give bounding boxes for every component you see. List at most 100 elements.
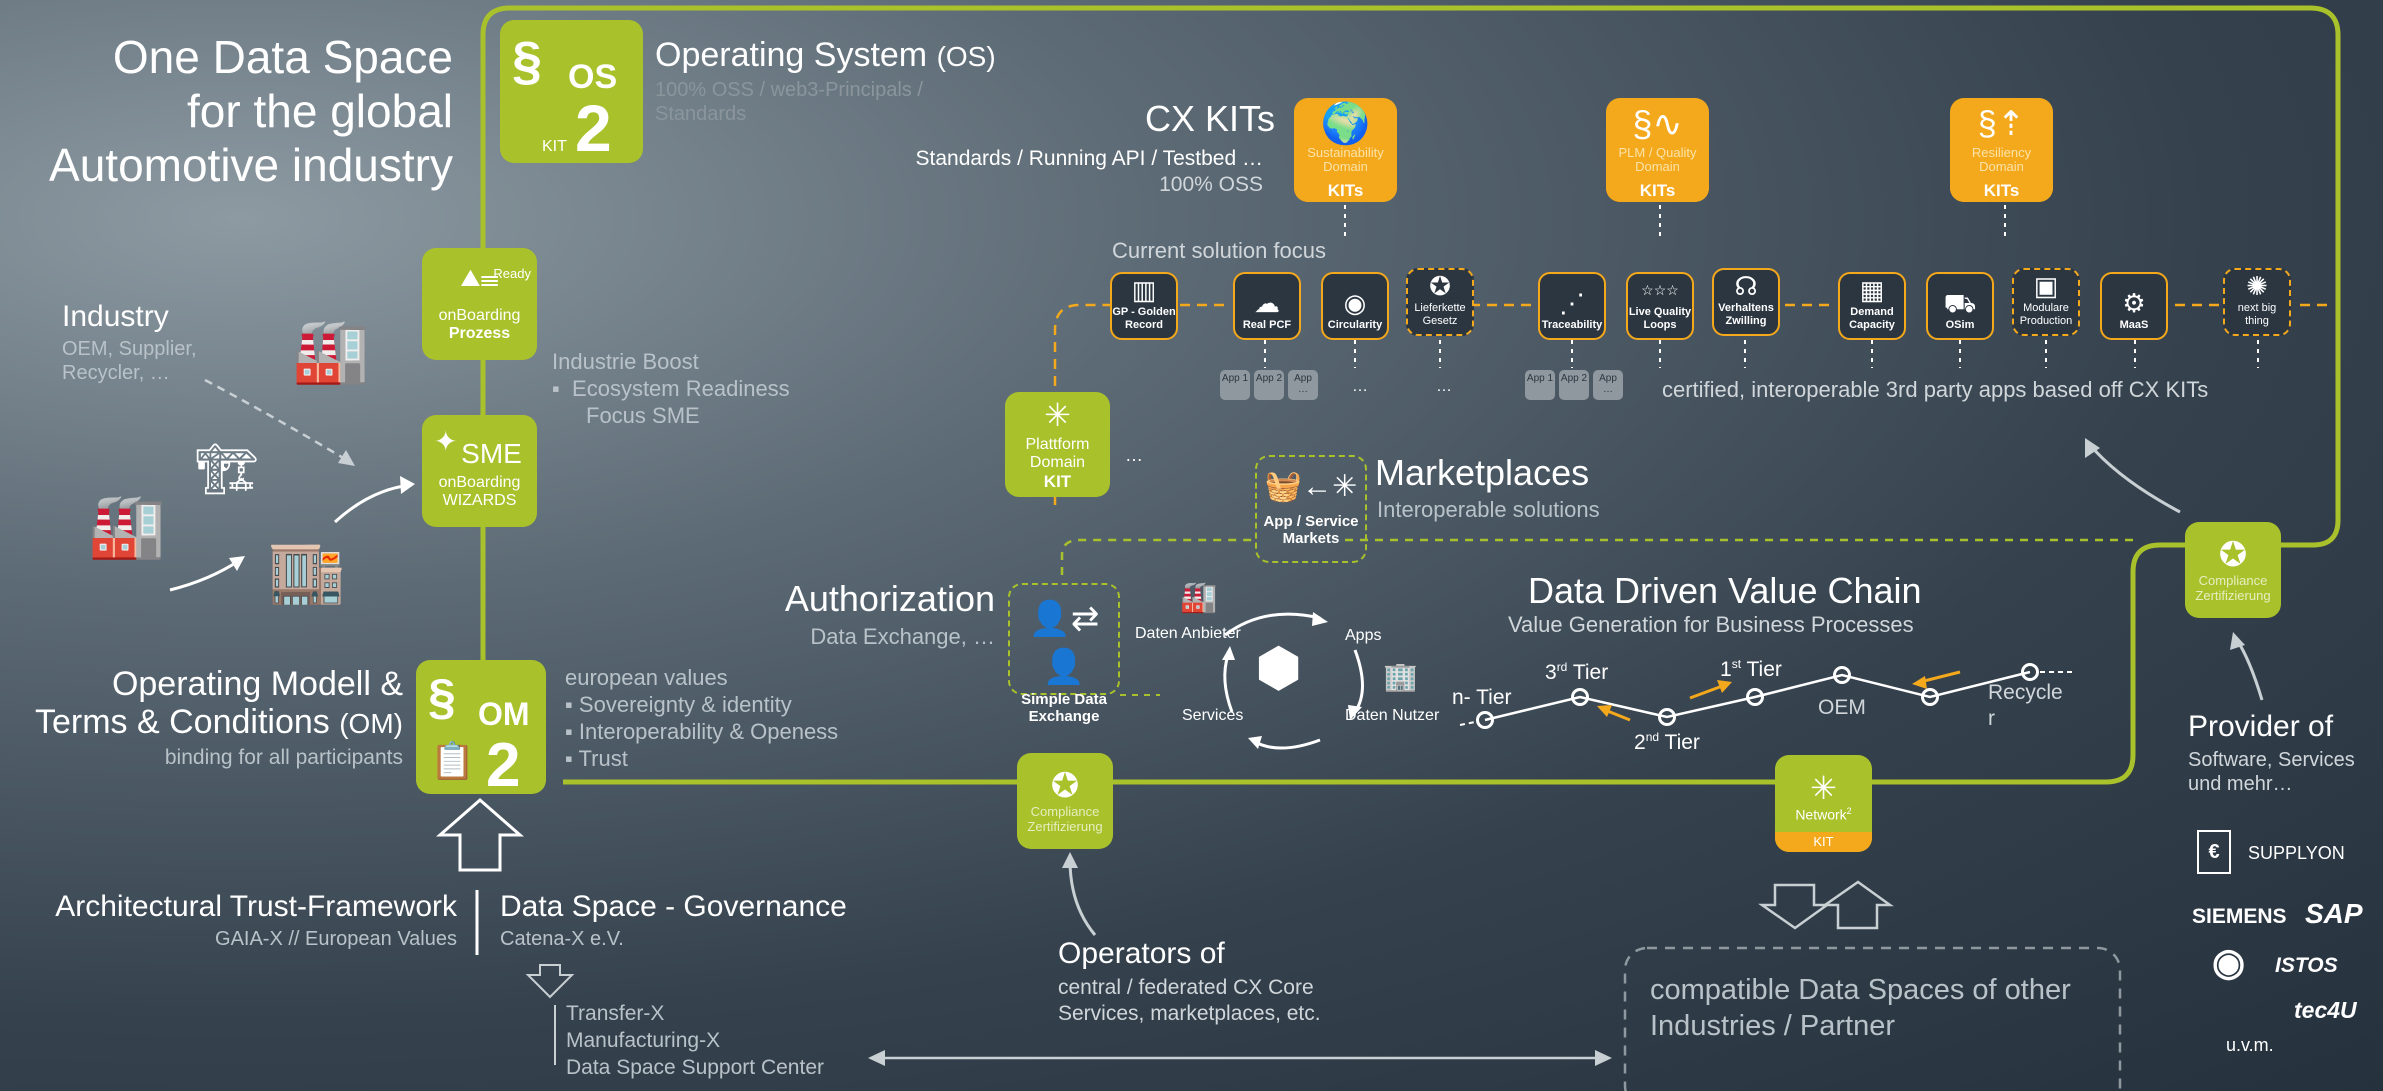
- robot-arm-icon: ⚙: [2122, 288, 2146, 318]
- app-traceability[interactable]: ⋰Traceability: [1538, 272, 1606, 340]
- trust-framework-title: Architectural Trust-Framework: [55, 890, 457, 923]
- value-chain-subtitle: Value Generation for Business Processes: [1508, 612, 1914, 637]
- plattform-domain-kit[interactable]: ✳ Plattform Domain KIT: [1005, 392, 1110, 497]
- om-subtitle: binding for all participants: [164, 746, 403, 769]
- app-live-quality-loops[interactable]: ☆☆☆Live Quality Loops: [1626, 272, 1694, 340]
- mini-app[interactable]: App …: [1593, 370, 1623, 400]
- kit-badge-number: 2: [575, 91, 612, 165]
- uvm-label: u.v.m.: [2226, 1035, 2274, 1055]
- daten-anbieter-label: Daten Anbieter: [1135, 625, 1241, 642]
- supplyon-logo: SUPPLYON: [2248, 843, 2345, 863]
- sap-logo: SAP: [2305, 898, 2363, 929]
- chain-node: [2021, 663, 2039, 681]
- app-service-markets-box[interactable]: 🧺←✳ App / Service Markets: [1255, 455, 1367, 563]
- module-icon: ▣: [2033, 271, 2059, 301]
- mini-app[interactable]: App 2: [1559, 370, 1589, 400]
- app-real-pcf[interactable]: ☁Real PCF: [1233, 272, 1301, 340]
- chain-node: [1921, 688, 1939, 706]
- om-title: Operating Modell & Terms & Conditions (O…: [35, 665, 403, 741]
- app-demand-capacity[interactable]: ▦Demand Capacity: [1838, 272, 1906, 340]
- tier1-label: 1st Tier: [1720, 657, 1782, 681]
- cxkits-title: CX KITs: [1145, 98, 1276, 139]
- resiliency-domain-kit[interactable]: §⇡ Resiliency Domain KITs: [1950, 98, 2053, 202]
- governance-list: Transfer-X Manufacturing-X Data Space Su…: [566, 1002, 824, 1079]
- app-next-big-thing[interactable]: ✺next big thing: [2223, 268, 2291, 336]
- chain-node: [1746, 688, 1764, 706]
- european-values: european values ▪ Sovereignty & identity…: [565, 665, 839, 771]
- simple-data-exchange-box[interactable]: 👤⇄👤 Simple Data Exchange: [1008, 583, 1120, 725]
- stars-icon: ☆☆☆: [1641, 282, 1679, 298]
- chain-node: [1833, 666, 1851, 684]
- co2-icon: ☁: [1254, 288, 1280, 318]
- certificate-icon: ✪: [1429, 271, 1451, 301]
- os-kit-badge[interactable]: § OS KIT 2: [500, 20, 643, 165]
- chain-node: [1476, 711, 1494, 729]
- tec4u-logo: tec4U: [2294, 997, 2357, 1023]
- mini-app[interactable]: App 1: [1525, 370, 1555, 400]
- onboarding-prozess-tile[interactable]: ⛰☰ Ready onBoarding Prozess: [422, 248, 537, 360]
- app-osim[interactable]: ⛟OSim: [1926, 272, 1994, 340]
- network-hub-icon: ✳: [1044, 396, 1071, 433]
- provider-subtitle: Software, Services und mehr…: [2188, 749, 2355, 795]
- people-exchange-icon: 👤⇄👤: [1028, 600, 1100, 686]
- github-logo-icon: ◉: [2212, 942, 2246, 984]
- provider-title: Provider of: [2188, 710, 2334, 743]
- app-golden-record[interactable]: ▥GP - Golden Record: [1110, 272, 1178, 340]
- factory-icon: 🏭: [1180, 581, 1218, 614]
- compliance-tile-provider[interactable]: ✪ Compliance Zertifizierung: [2185, 522, 2281, 618]
- catenax-logo: €: [2197, 830, 2231, 874]
- truck-icon: ⛟: [1943, 288, 1977, 318]
- mini-app[interactable]: App 2: [1254, 370, 1284, 400]
- app-verhaltens-zwilling[interactable]: ☊Verhaltens Zwilling: [1712, 268, 1780, 336]
- solution-focus-label: Current solution focus: [1112, 238, 1326, 263]
- onboarding-sme-tile[interactable]: ✦ SME onBoarding WIZARDS: [422, 415, 537, 527]
- tier3-label: 3rd Tier: [1545, 660, 1609, 684]
- cxkits-subtitle: Standards / Running API / Testbed … 100%…: [915, 147, 1264, 196]
- factory-icon: 🏭: [292, 317, 370, 386]
- boxes-icon: ▦: [1859, 275, 1885, 305]
- plattform-ellipsis: …: [1125, 445, 1143, 465]
- network-kit[interactable]: ✳ Network2 KIT: [1775, 755, 1872, 852]
- magic-wand-icon: ✦: [434, 426, 458, 457]
- sustainability-domain-kit[interactable]: 🌍 Sustainability Domain KITs: [1294, 98, 1397, 202]
- industry-title: Industry: [62, 300, 169, 333]
- warehouse-icon: 🏬: [268, 537, 346, 606]
- basket-network-icon: 🧺←✳: [1264, 470, 1358, 503]
- contract-icon: 📋: [430, 740, 475, 781]
- app-lieferkette-gesetz[interactable]: ✪Lieferkette Gesetz: [1406, 268, 1474, 336]
- badge-check-icon: ✪: [2218, 536, 2248, 574]
- app-maas[interactable]: ⚙MaaS: [2100, 272, 2168, 340]
- building-icon: 🏗: [195, 441, 259, 497]
- lightbulb-icon: ✺: [2246, 271, 2268, 301]
- mini-app[interactable]: App 1: [1220, 370, 1250, 400]
- brain-icon: ☊: [1734, 271, 1758, 301]
- chain-node: [1658, 708, 1676, 726]
- authorization-title: Authorization: [784, 578, 995, 619]
- certified-apps-label: certified, interoperable 3rd party apps …: [1662, 377, 2209, 402]
- authorization-subtitle: Data Exchange, …: [810, 624, 995, 649]
- value-chain-title: Data Driven Value Chain: [1528, 570, 1922, 611]
- app-circularity[interactable]: ◉Circularity: [1321, 272, 1389, 340]
- daten-nutzer-label: Daten Nutzer: [1345, 707, 1440, 724]
- compatible-data-spaces: compatible Data Spaces of other Industri…: [1650, 974, 2071, 1042]
- page-title: One Data Space for the global Automotive…: [49, 31, 453, 191]
- istos-logo: ISTOS: [2275, 954, 2338, 977]
- oem-label: OEM: [1818, 696, 1866, 719]
- recycler-label: Recycle r: [1988, 681, 2063, 730]
- tier2-label: 2nd Tier: [1634, 730, 1700, 754]
- app-modulare-production[interactable]: ▣Modulare Production: [2012, 268, 2080, 336]
- operators-title: Operators of: [1058, 937, 1225, 970]
- mini-app[interactable]: App …: [1288, 370, 1318, 400]
- road-ready-icon: ⛰☰: [460, 265, 499, 292]
- building-icon: ▥: [1131, 275, 1157, 305]
- arrows-up-icon: §⇡: [1977, 105, 2026, 143]
- compliance-tile-operators[interactable]: ✪ Compliance Zertifizierung: [1017, 753, 1113, 849]
- plm-quality-domain-kit[interactable]: §∿ PLM / Quality Domain KITs: [1606, 98, 1709, 202]
- siemens-logo: SIEMENS: [2192, 905, 2287, 928]
- industrie-boost: Industrie Boost ▪ Ecosystem Readiness Fo…: [552, 349, 790, 428]
- apps-label: Apps: [1345, 627, 1382, 644]
- aperture-icon: ◉: [1343, 288, 1367, 318]
- globe-leaf-icon: 🌍: [1320, 102, 1371, 146]
- om-badge[interactable]: § OM 📋 2: [416, 660, 546, 800]
